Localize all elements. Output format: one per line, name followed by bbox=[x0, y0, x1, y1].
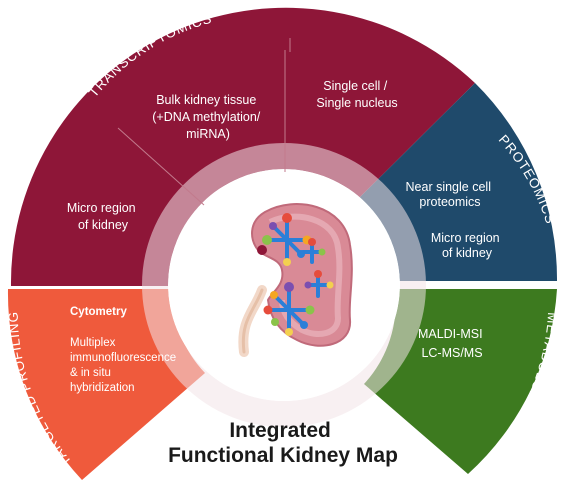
label-multiplex: Multiplex immunofluorescence & in situ h… bbox=[70, 337, 179, 394]
molecule-dot-icon bbox=[257, 213, 334, 336]
segment-transcriptomics bbox=[10, 7, 476, 287]
divider-line bbox=[117, 127, 205, 206]
inner-ring bbox=[142, 143, 426, 427]
label-bulk-kidney-tissue: Bulk kidney tissue (+DNA methylation/ mi… bbox=[152, 93, 264, 141]
label-single-cell: Single cell / Single nucleus bbox=[316, 79, 397, 110]
label-metabolomics-methods: MALDI-MSI LC-MS/MS bbox=[418, 327, 486, 360]
main-title: Integrated Functional Kidney Map bbox=[168, 419, 398, 467]
label-near-single-cell-proteomics: Near single cell proteomics bbox=[406, 180, 495, 209]
label-cytometry: Cytometry bbox=[70, 306, 127, 318]
label-micro-region-kidney: Micro region of kidney bbox=[67, 201, 139, 232]
label-proteomics-micro-region: Micro region of kidney bbox=[431, 231, 503, 260]
